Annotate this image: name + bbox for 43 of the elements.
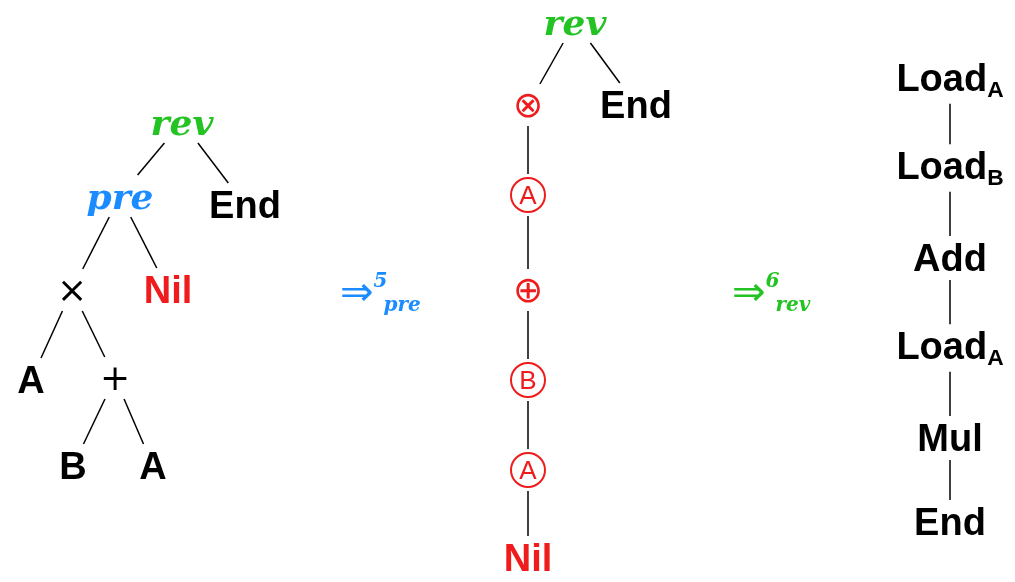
tree-edge [527, 400, 529, 450]
node-label: Nil [503, 539, 553, 577]
circled-letter: B [510, 362, 546, 398]
node-label: rev [150, 104, 214, 140]
node-label: Nil [143, 271, 193, 309]
node-label: A [139, 447, 167, 485]
node-label: End [209, 186, 281, 224]
tree-edge [81, 310, 106, 358]
tree-edge [949, 459, 951, 501]
node-label: A [17, 361, 45, 399]
tree-edge [949, 371, 951, 417]
tree-edge [136, 142, 166, 176]
tree-edge [40, 310, 64, 359]
operator-symbol: ⊕ [512, 272, 544, 308]
operator-symbol: + [99, 360, 131, 396]
node-label: pre [86, 178, 154, 214]
tree-edge [539, 42, 564, 85]
node-label: Load$_{A}$ [896, 59, 1004, 101]
node-label: Add [913, 239, 987, 277]
node-label: Load$_{B}$ [896, 147, 1004, 189]
tree-edge [589, 42, 621, 84]
node-label: Mul [917, 419, 983, 457]
node-label: rev [543, 4, 607, 40]
tree-edge [123, 398, 145, 445]
tree-edge [527, 310, 529, 360]
operator-symbol: ⊗ [512, 87, 544, 123]
tree-edge [82, 398, 106, 445]
tree-edge [527, 490, 529, 537]
tree-edge [81, 216, 111, 270]
tree-edge [129, 216, 158, 269]
tree-edge [949, 279, 951, 325]
node-label: End [914, 503, 986, 541]
node-label: End [600, 86, 672, 124]
operator-symbol: × [56, 272, 88, 308]
tree-edge [949, 191, 951, 237]
circled-letter: A [510, 177, 546, 213]
tree-edge [949, 103, 951, 145]
tree-edge [197, 142, 230, 184]
circled-letter: A [510, 452, 546, 488]
node-label: B [59, 447, 87, 485]
node-label: Load$_{A}$ [896, 327, 1004, 369]
tree-edge [527, 125, 529, 175]
tree-edge [527, 215, 529, 270]
